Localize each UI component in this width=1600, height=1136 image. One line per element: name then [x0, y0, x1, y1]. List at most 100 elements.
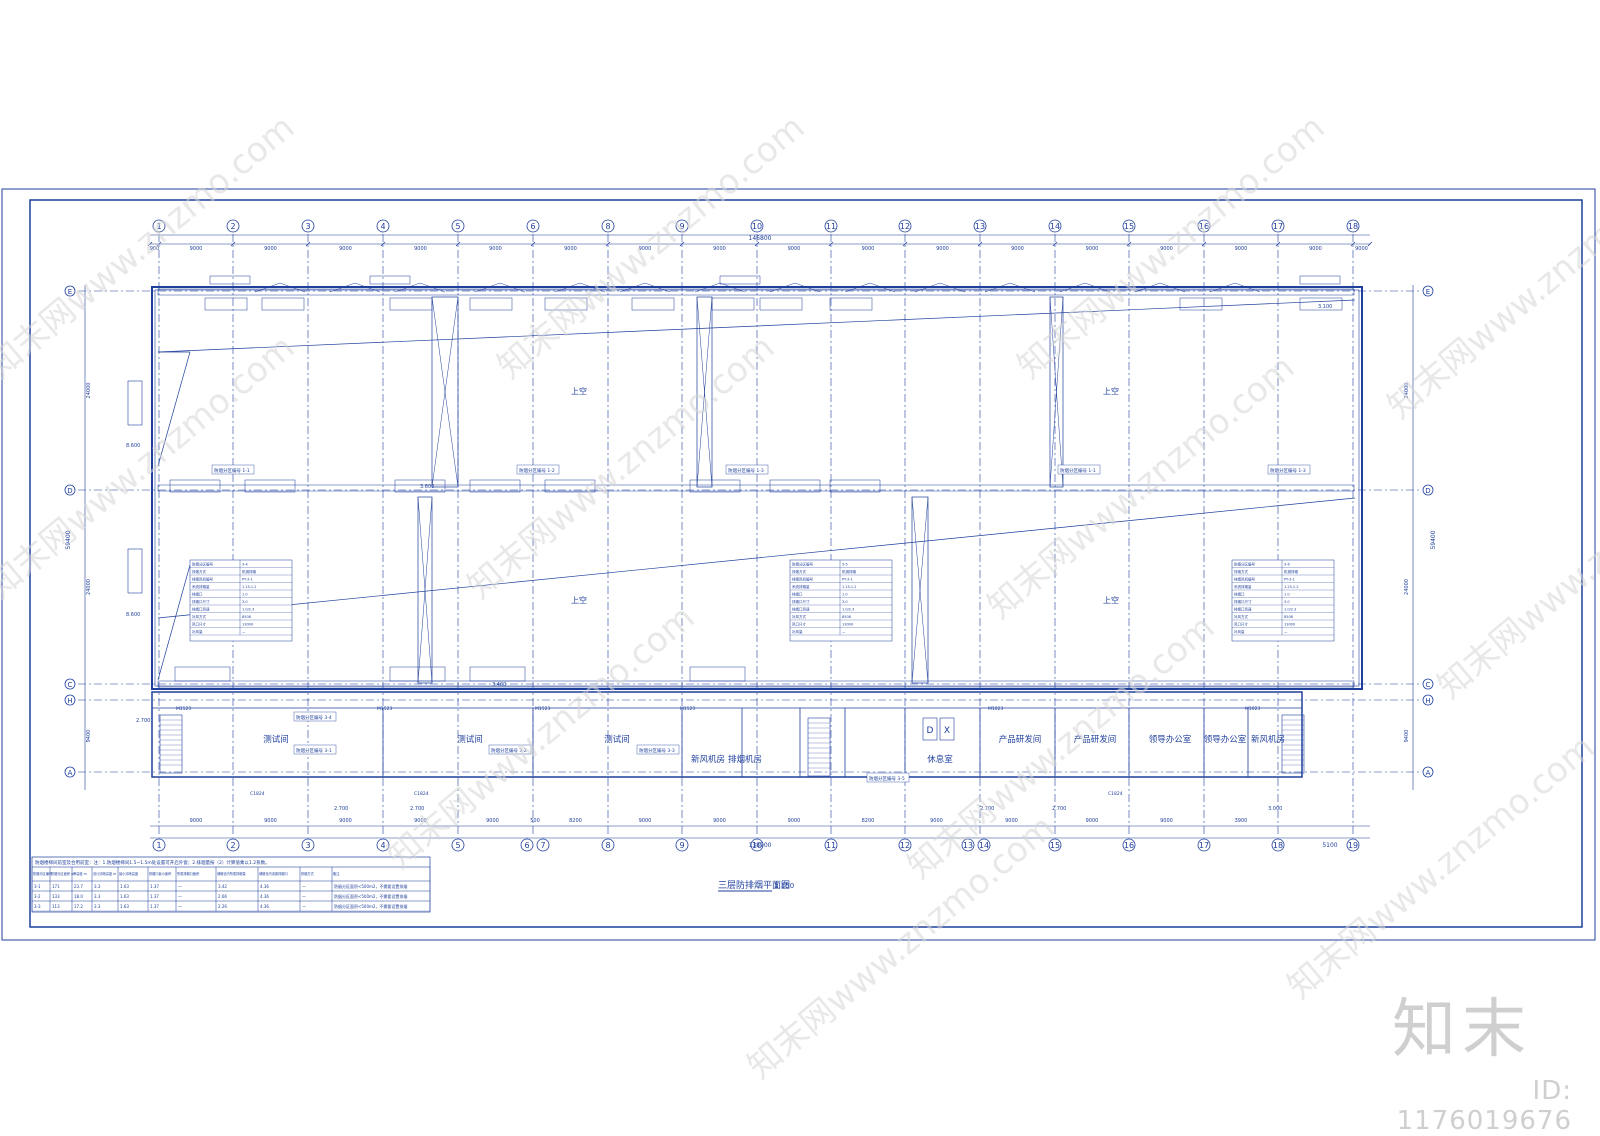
room-name: 排烟机房 — [728, 754, 762, 765]
dim-tick — [380, 241, 386, 247]
top-dim-text: 9000 — [713, 246, 726, 252]
top-dim-text: 9000 — [414, 246, 427, 252]
zone-table-value: 3-6 — [1284, 563, 1290, 567]
row-bubble — [1422, 766, 1434, 778]
door-tag: C1824 — [1108, 791, 1123, 797]
schedule-value: — — [302, 884, 306, 889]
axis-bubble-bottom — [1122, 838, 1136, 852]
axis-label-bottom: 8 — [605, 841, 610, 850]
top-dim-text: 9000 — [339, 246, 352, 252]
row-bubble — [1422, 484, 1434, 496]
schedule-value: 4.36 — [260, 884, 269, 889]
zone-table-key: 补风量 — [192, 629, 203, 634]
axis-label-bottom: 4 — [380, 841, 385, 850]
sheet-inner-border — [29, 199, 1583, 928]
vent-top — [1179, 297, 1223, 311]
zone-table-value: 13000 — [1284, 623, 1295, 627]
brand-logo: 知末 — [1392, 993, 1532, 1067]
level-mark: 2.700 — [410, 806, 424, 812]
vent-top — [261, 297, 305, 311]
axis-bubble-bottom — [977, 838, 991, 852]
slope-line-bottom — [157, 497, 1356, 619]
schedule-value: 1.37 — [150, 894, 159, 899]
axis-label-bottom: 2 — [230, 841, 235, 850]
vent-bot — [689, 666, 746, 682]
axis-bubble-bottom — [376, 838, 390, 852]
ac-unit — [127, 548, 143, 594]
window-strip-mid — [157, 484, 1355, 492]
void-label: 上空 — [571, 386, 587, 396]
roof-box — [369, 275, 411, 285]
zone-table-key: 排烟风机编号 — [792, 577, 813, 582]
roof-triangle — [844, 282, 896, 293]
zone-tag-box — [211, 464, 255, 475]
left-dim-text: 24000 — [86, 383, 92, 399]
schedule-value: 1.37 — [150, 904, 159, 909]
vent-bot — [389, 666, 446, 682]
schedule-value: 防烟分区面积<500m2，不需要设置排烟 — [334, 903, 407, 909]
row-label: H — [67, 697, 72, 705]
zone-table-value: 1.0 — [242, 593, 248, 597]
level-mark: 3.000 — [1268, 806, 1282, 812]
zone-table-key: 风口尺寸 — [1234, 622, 1249, 627]
left-dim-text: 24000 — [86, 579, 92, 595]
roof-triangle — [394, 282, 446, 293]
zone-table-key: 风口尺寸 — [792, 622, 806, 627]
zone-tag-box — [293, 711, 337, 722]
dim-tick — [977, 241, 983, 247]
bottom-dim-text: 9000 — [713, 818, 726, 824]
zone-tag-box — [293, 744, 337, 755]
axis-label-top: 18 — [1348, 222, 1358, 231]
axis-bubble-bottom — [1048, 838, 1062, 852]
roof-triangle — [769, 282, 821, 293]
roof-triangle — [1134, 282, 1186, 293]
axis-bubble-top — [152, 219, 166, 233]
dim-tick — [156, 241, 162, 247]
top-total-dim: 146800 — [749, 235, 772, 242]
dim-tick — [679, 241, 685, 247]
bottom-dim-text: 8200 — [862, 818, 875, 824]
schedule-value: 18.0 — [74, 894, 83, 899]
bottom-dim-text: 9000 — [1005, 818, 1018, 824]
stair-2 — [807, 717, 831, 777]
level-mark: 3.100 — [1318, 304, 1332, 310]
drawing-scale: 1:150 — [774, 882, 794, 890]
zone-table-value: 1.0 — [842, 593, 848, 597]
lift-d — [922, 717, 938, 741]
level-mark: 2.700 — [334, 806, 348, 812]
room-name: 新风机房 — [1251, 734, 1285, 745]
schedule-value: 17.2 — [74, 904, 83, 909]
axis-label-bottom: 17 — [1199, 841, 1209, 850]
shaft-1 — [417, 496, 433, 684]
vent-mid — [394, 479, 446, 493]
axis-bubble-bottom — [1271, 838, 1285, 852]
vent-mid — [829, 479, 881, 493]
zone-table-value: 1.0/2.3 — [242, 608, 254, 612]
zone-tag: 防烟分区编号 3-5 — [869, 775, 905, 782]
vent-mid — [469, 479, 521, 493]
building-outline — [151, 286, 1363, 778]
right-dim-text: 24000 — [1404, 579, 1410, 595]
axis-bubble-bottom — [536, 838, 550, 852]
door-tag: M1523 — [377, 706, 392, 712]
axis-label-top: 5 — [455, 222, 460, 231]
dim-tick — [605, 241, 611, 247]
zone-table-key: 排烟口尺寸 — [792, 599, 810, 604]
schedule-value: 1.63 — [120, 904, 129, 909]
vent-top — [631, 297, 675, 311]
vent-top — [204, 297, 248, 311]
axis-bubble-bottom — [601, 838, 615, 852]
dim-tick — [828, 241, 834, 247]
level-mark: 2.700 — [136, 718, 150, 724]
dim-tick — [1201, 241, 1207, 247]
axis-bubble-bottom — [451, 838, 465, 852]
ac-unit — [127, 380, 143, 426]
axis-bubble-top — [526, 219, 540, 233]
roof-triangle — [329, 282, 381, 293]
row-bubble — [64, 694, 76, 706]
dim-tick — [1052, 241, 1058, 247]
level-mark: 8.600 — [126, 612, 140, 618]
door-tag: C1824 — [250, 791, 265, 797]
top-dim-text: 9000 — [936, 246, 949, 252]
